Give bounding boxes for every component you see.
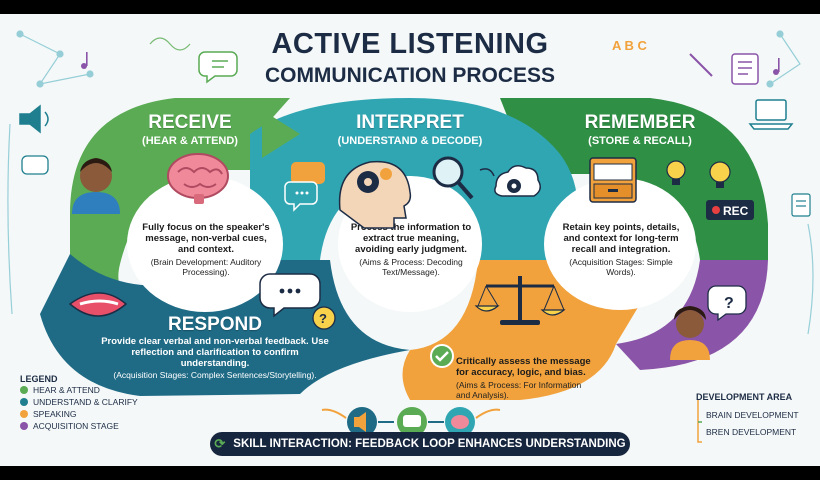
rec-label: REC <box>723 204 749 218</box>
interpret-subheading: (UNDERSTAND & DECODE) <box>337 135 483 147</box>
chat-bubbles-icon <box>284 162 325 212</box>
legend-swatch <box>20 386 28 394</box>
letters-doodle: A B C <box>612 38 648 53</box>
legend-swatch <box>20 410 28 418</box>
legend-swatch <box>20 398 28 406</box>
interpret-heading: INTERPRET <box>356 112 464 133</box>
listener-person-icon <box>72 158 120 214</box>
banner-text: SKILL INTERACTION: FEEDBACK LOOP ENHANCE… <box>233 438 626 450</box>
chat-doodle-icon <box>198 51 238 84</box>
development-area-title: DEVELOPMENT AREA <box>696 392 793 402</box>
infographic-canvas: A B C ACTIVE LISTENING COMMUNICATION PRO… <box>0 14 820 466</box>
respond-body: Provide clear verbal and non-verbal feed… <box>100 336 330 380</box>
checkmark-icon <box>430 344 454 368</box>
legend-item: HEAR & ATTEND <box>20 384 190 396</box>
receive-heading: RECEIVE <box>148 112 232 133</box>
svg-text:?: ? <box>319 311 327 326</box>
interpret-body: Process the information to extract true … <box>350 222 472 277</box>
learner-person-icon <box>670 306 710 360</box>
refresh-loop-icon: ⟳ <box>214 436 226 451</box>
respond-heading: RESPOND <box>168 314 262 335</box>
magnifier-icon <box>432 156 474 200</box>
remember-circle <box>544 178 696 310</box>
main-title: ACTIVE LISTENING <box>271 28 549 60</box>
receive-segment <box>70 98 290 314</box>
evaluate-body: Critically assess the message for accura… <box>456 356 596 400</box>
filing-cabinet-icon <box>589 157 637 203</box>
development-area: DEVELOPMENT AREA BRAIN DEVELOPMENT BREN … <box>696 392 814 437</box>
legend-item: ACQUISITION STAGE <box>20 420 190 432</box>
notebook-doodle-icon <box>731 53 759 85</box>
remember-body: Retain key points, details, and context … <box>556 222 686 277</box>
evaluate-body-text: Critically assess the message for accura… <box>456 356 591 378</box>
receive-circle <box>127 176 283 312</box>
mouth-icon <box>68 292 128 317</box>
thought-gear-icon <box>479 165 541 197</box>
interpret-body-text: Process the information to extract true … <box>350 222 472 255</box>
question-thought-icon: ? <box>707 285 747 322</box>
receive-subheading: (HEAR & ATTEND) <box>142 135 238 147</box>
diagram-icons: REC ? <box>68 153 754 437</box>
main-subtitle: COMMUNICATION PROCESS <box>264 64 556 87</box>
interpret-body-note: (Aims & Process: Decoding Text/Message). <box>359 257 463 277</box>
evaluate-body-note: (Aims & Process: For Information and Ana… <box>456 380 582 400</box>
speaker-doodle-icon <box>19 104 49 134</box>
legend-label: SPEAKING <box>33 409 77 419</box>
receive-body: Fully focus on the speaker's message, no… <box>140 222 272 277</box>
legend-label: HEAR & ATTEND <box>33 385 100 395</box>
remember-body-text: Retain key points, details, and context … <box>562 222 680 255</box>
development-area-bracket <box>697 400 702 443</box>
brain-icon <box>167 153 229 204</box>
rec-badge-icon <box>706 200 754 220</box>
legend-item: SPEAKING <box>20 408 190 420</box>
respond-body-text: Provide clear verbal and non-verbal feed… <box>101 336 329 369</box>
legend-item: UNDERSTAND & CLARIFY <box>20 396 190 408</box>
receive-body-note: (Brain Development: Auditory Processing)… <box>150 257 262 277</box>
respond-body-note: (Acquisition Stages: Complex Sentences/S… <box>113 370 317 380</box>
music-note-icon <box>81 52 780 75</box>
head-gears-icon <box>338 160 412 229</box>
chat-doodle-left-icon <box>21 155 49 175</box>
background-doodles: A B C <box>7 30 814 335</box>
bottom-flow <box>321 407 501 437</box>
interpret-segment <box>250 98 578 260</box>
legend-label: UNDERSTAND & CLARIFY <box>33 397 138 407</box>
remember-body-note: (Acquisition Stages: Simple Words). <box>569 257 673 277</box>
receive-body-text: Fully focus on the speaker's message, no… <box>142 222 270 255</box>
light-bulb-icon <box>666 160 731 188</box>
remember-subheading: (STORE & RECALL) <box>588 135 692 147</box>
legend-title: LEGEND <box>20 374 58 384</box>
legend-swatch <box>20 422 28 430</box>
document-doodle-icon <box>791 193 811 217</box>
remember-heading: REMEMBER <box>584 112 696 133</box>
laptop-doodle-icon <box>748 99 794 130</box>
development-area-item: BRAIN DEVELOPMENT <box>706 410 799 420</box>
development-area-item: BREN DEVELOPMENT <box>706 427 797 437</box>
legend-label: ACQUISITION STAGE <box>33 421 119 431</box>
skill-interaction-banner: ⟳ SKILL INTERACTION: FEEDBACK LOOP ENHAN… <box>210 432 630 456</box>
speech-bubble-icon <box>259 273 321 318</box>
pencil-doodle-icon <box>689 53 713 77</box>
legend: LEGEND HEAR & ATTEND UNDERSTAND & CLARIF… <box>20 374 190 432</box>
question-bubble-icon: ? <box>312 306 336 330</box>
balance-scale-icon <box>474 276 566 325</box>
svg-text:?: ? <box>724 295 734 312</box>
